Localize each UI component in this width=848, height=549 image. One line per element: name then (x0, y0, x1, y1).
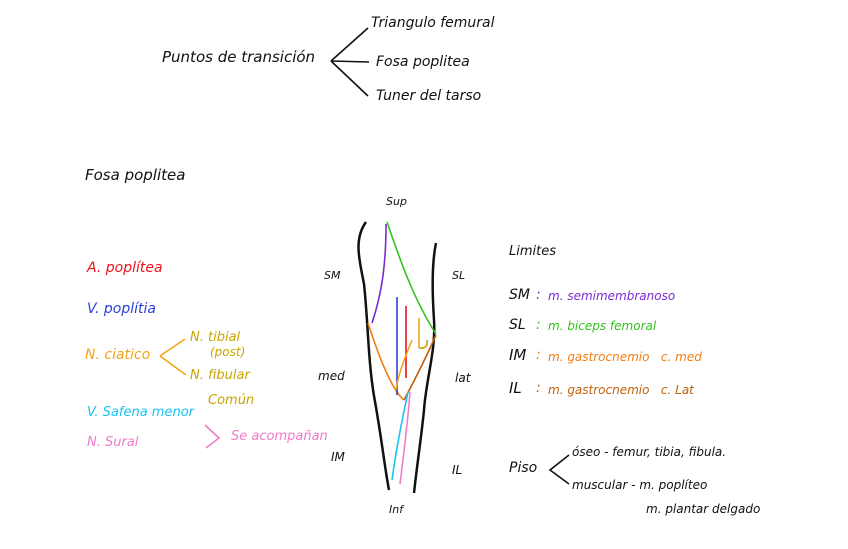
il-label: IL (452, 463, 463, 477)
tree-branch-2: Fosa poplitea (376, 54, 470, 70)
safena-line (391, 391, 409, 481)
limit-sm-key: SM (509, 287, 530, 303)
limit-sm-value: m. semimembranoso (548, 289, 676, 303)
acompanan-brace (204, 424, 221, 449)
med-label: med (318, 369, 345, 383)
biceps-line (386, 221, 437, 335)
gastro-med-line (367, 322, 405, 401)
ciatico-line (395, 318, 420, 391)
lat-label: lat (455, 371, 471, 385)
tree-root: Puntos de transición (162, 48, 316, 66)
limit-il-value: m. gastrocnemio c. Lat (548, 383, 694, 397)
vena-label: V. poplítia (87, 301, 156, 317)
top-branch-brace (330, 27, 370, 97)
fibular-label: N. fibular (190, 368, 250, 383)
tibial-post-label: (post) (210, 345, 246, 359)
knee-outline-right (412, 242, 438, 494)
im-label: IM (331, 450, 345, 464)
tibial-label: N. tibial (190, 330, 241, 345)
piso-brace (548, 454, 570, 485)
tree-branch-1: Triangulo femural (371, 15, 495, 31)
knee-outline-left (357, 221, 391, 491)
limit-il-sep: : (536, 380, 541, 396)
ciatico-brace (159, 338, 187, 376)
limit-im-sep: : (536, 347, 541, 363)
piso-label: Piso (509, 460, 538, 476)
piso-plantar: m. plantar delgado (646, 502, 761, 516)
limit-im-key: IM (509, 346, 527, 364)
semimembranoso-line (371, 223, 387, 324)
inf-label: Inf (389, 503, 404, 516)
arteria-label: A. poplítea (87, 260, 163, 276)
acompanan-label: Se acompañan (231, 429, 328, 444)
sural-label: N. Sural (87, 435, 139, 450)
limit-sm-sep: : (536, 287, 541, 303)
safena-label: V. Safena menor (87, 405, 194, 420)
section-title: Fosa poplitea (85, 166, 186, 184)
limit-sl-value: m. biceps femoral (548, 319, 657, 333)
limits-title: Limites (509, 244, 556, 259)
piso-oseo: óseo - femur, tibia, fibula. (572, 445, 727, 459)
limit-sl-sep: : (536, 317, 541, 333)
sl-label: SL (452, 269, 466, 282)
tibial-line (418, 339, 428, 349)
sm-label: SM (324, 269, 341, 282)
gastro-lat-line (403, 334, 437, 401)
limit-sl-key: SL (509, 317, 526, 333)
sup-label: Sup (386, 195, 407, 208)
piso-muscular: muscular - m. poplíteo (572, 478, 708, 492)
tree-branch-3: Tuner del tarso (376, 88, 482, 104)
sural-line (399, 391, 411, 485)
ciatico-label: N. ciatico (85, 347, 151, 363)
fibular-comun-label: Común (208, 393, 255, 408)
limit-il-key: IL (509, 379, 522, 397)
limit-im-value: m. gastrocnemio c. med (548, 350, 702, 364)
